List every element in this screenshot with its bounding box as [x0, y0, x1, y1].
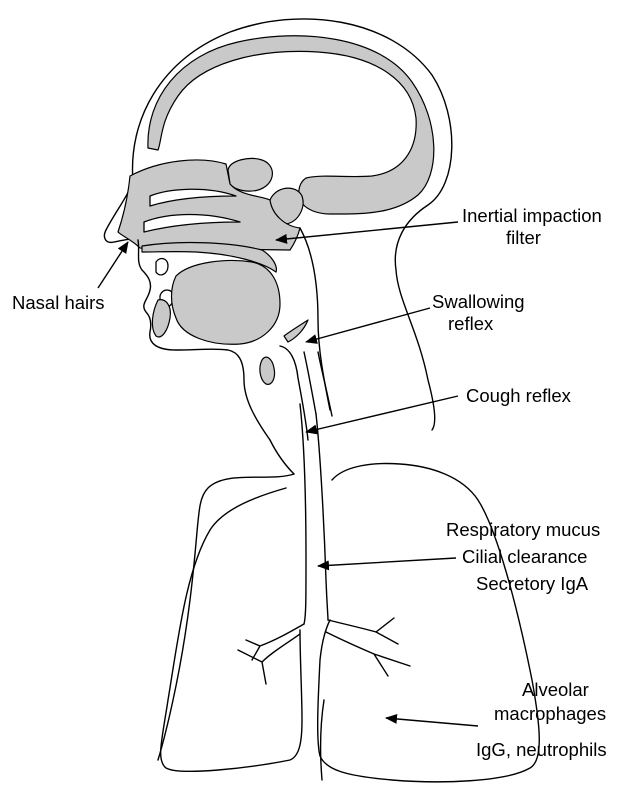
bronchi-right: [326, 618, 410, 676]
lung-left-inner: [321, 700, 324, 780]
bronchi-left: [238, 624, 304, 684]
label-swallowing-reflex: reflex: [448, 313, 494, 334]
arrow-inertial: [276, 222, 458, 240]
label-inertial-impaction: Inertial impaction: [462, 205, 602, 226]
neck-front: [270, 440, 294, 474]
chest-outline-left: [158, 474, 294, 760]
esophagus-back: [304, 352, 316, 414]
label-inertial-filter: filter: [506, 227, 541, 248]
label-igg-neutrophils: IgG, neutrophils: [476, 739, 607, 760]
label-nasal-hairs: Nasal hairs: [12, 292, 105, 313]
label-swallowing: Swallowing: [432, 291, 525, 312]
trachea-right: [316, 414, 328, 620]
sinus-shape: [228, 158, 272, 191]
arrow-nasal-hairs: [98, 242, 128, 288]
trachea-left: [300, 404, 306, 624]
label-macrophages: macrophages: [494, 703, 606, 724]
epiglottis: [284, 320, 308, 342]
label-cough-reflex: Cough reflex: [466, 385, 572, 406]
label-secretory-iga: Secretory IgA: [476, 573, 589, 594]
lung-right: [318, 464, 540, 782]
pharynx-back: [300, 228, 330, 410]
tongue: [172, 261, 281, 345]
larynx-fill: [260, 357, 275, 384]
esophagus-front: [280, 346, 308, 440]
label-alveolar: Alveolar: [522, 679, 589, 700]
lung-left: [161, 488, 302, 771]
chin-fill: [152, 300, 170, 337]
label-cilial-clearance: Cilial clearance: [462, 546, 587, 567]
esophagus-line: [318, 352, 332, 416]
arrow-mucus: [318, 558, 456, 566]
teeth-upper: [156, 259, 168, 275]
label-respiratory-mucus: Respiratory mucus: [446, 519, 600, 540]
arrow-alveolar: [386, 718, 478, 726]
